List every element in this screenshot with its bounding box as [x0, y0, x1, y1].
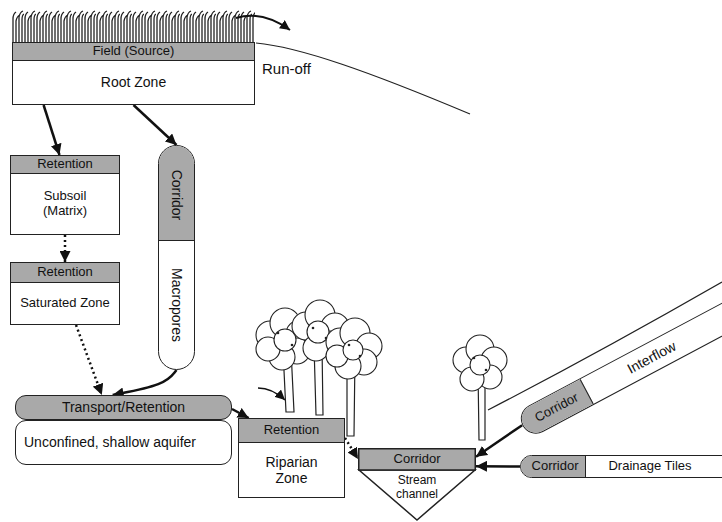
header-band: Retention: [11, 156, 119, 174]
ground-surface: [256, 43, 470, 114]
flow-arrow: [134, 105, 177, 145]
body-text: Subsoil (Matrix): [26, 189, 104, 219]
header-text: Corridor: [532, 459, 579, 474]
flow-arrow: [232, 409, 249, 418]
body-area: Unconfined, shallow aquifer: [15, 420, 232, 465]
leaf-dots: [277, 327, 488, 372]
header-text: Corridor: [532, 389, 580, 424]
header-text: Transport/Retention: [62, 399, 185, 415]
flow-arrow: [476, 465, 520, 468]
header-band: Corridor: [516, 379, 593, 438]
corridor-capsule: Corridor Interflow: [515, 295, 722, 439]
body-text: Riparian Zone: [256, 454, 328, 486]
body-text: Stream channel: [391, 474, 443, 502]
header-text: Corridor: [168, 170, 184, 221]
retention-box: RetentionSubsoil (Matrix): [10, 155, 120, 235]
retention-box: RetentionSaturated Zone: [10, 262, 120, 325]
body-area: Macropores: [159, 241, 194, 369]
header-text: Field (Source): [93, 44, 175, 59]
flow-label: Run-off: [262, 60, 311, 77]
flow-label-box: Run-off: [262, 60, 311, 78]
header-text: Retention: [37, 265, 93, 280]
body-text: Interflow: [624, 337, 678, 376]
header-text: Retention: [264, 423, 320, 438]
header-band: Corridor: [159, 146, 194, 241]
header-band: Transport/Retention: [15, 395, 232, 420]
flow-arrow: [64, 235, 67, 262]
body-text: Saturated Zone: [20, 296, 110, 311]
body-area: Interflow: [580, 296, 722, 403]
overland-arrow: [258, 388, 285, 400]
header-band: Field (Source): [13, 43, 254, 61]
retention-box: RetentionRiparian Zone: [238, 418, 345, 498]
header-text: Retention: [37, 157, 93, 172]
flow-arrow: [476, 425, 522, 457]
flow-arrow: [113, 370, 177, 395]
body-area: Riparian Zone: [239, 443, 344, 497]
body-area: Drainage Tiles: [586, 456, 722, 477]
header-text: Corridor: [394, 452, 441, 467]
flow-arrow: [76, 325, 102, 395]
body-area: Subsoil (Matrix): [11, 174, 119, 234]
flow-arrow: [345, 438, 358, 459]
body-area: Root Zone: [13, 61, 254, 104]
transport-box: Transport/RetentionUnconfined, shallow a…: [15, 395, 232, 465]
header-band: Corridor: [521, 456, 586, 477]
stream-channel: CorridorStream channel: [358, 448, 476, 521]
body-text: Root Zone: [101, 74, 166, 90]
body-area: Saturated Zone: [11, 283, 119, 324]
header-band: Corridor: [358, 448, 476, 470]
header-band: Retention: [11, 263, 119, 283]
body-text: Unconfined, shallow aquifer: [24, 434, 196, 450]
header-band: Retention: [239, 419, 344, 443]
runoff-arrow: [236, 16, 290, 30]
body-text: Macropores: [168, 268, 184, 342]
body-area: Stream channel: [358, 470, 476, 502]
corridor-capsule: CorridorMacropores: [158, 145, 195, 370]
tree-crown: [256, 300, 507, 391]
grass: [12, 10, 255, 42]
channel-triangle: [359, 470, 475, 520]
header-band: [359, 449, 476, 470]
flow-arrow: [44, 105, 60, 155]
source-box: Field (Source) Root Zone: [12, 42, 255, 105]
corridor-capsule: Corridor Drainage Tiles: [520, 455, 722, 478]
body-text: Drainage Tiles: [608, 459, 691, 474]
